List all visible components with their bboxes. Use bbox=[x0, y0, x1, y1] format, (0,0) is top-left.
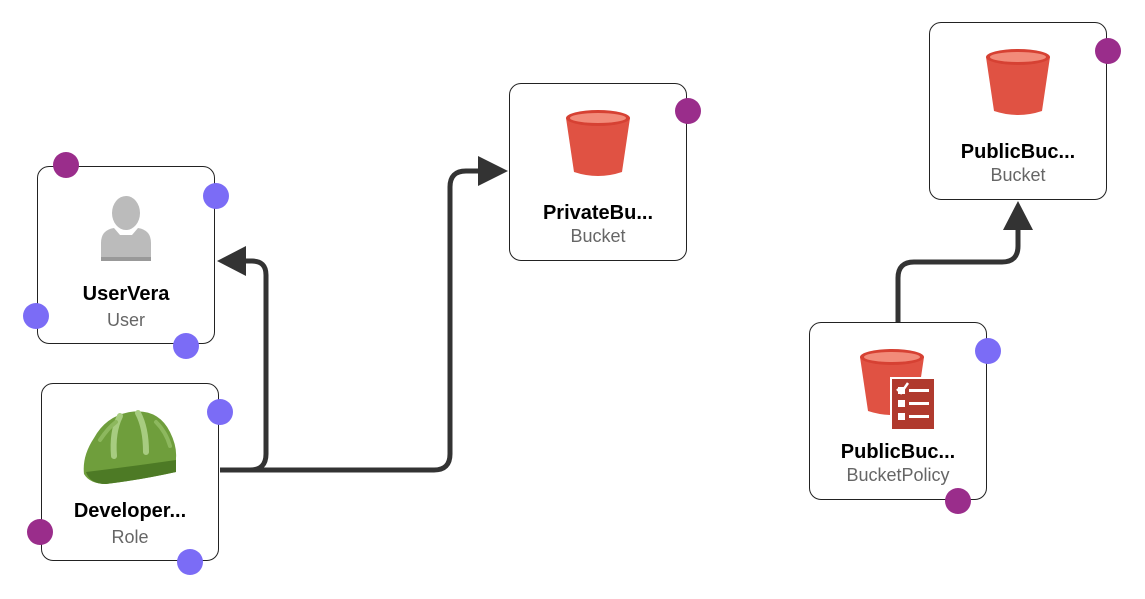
edge-developer-to-uservera[interactable] bbox=[220, 258, 269, 473]
port-uservera-right[interactable] bbox=[203, 183, 229, 209]
port-developer-bottom-right[interactable] bbox=[177, 549, 203, 575]
port-publicbucketpolicy-bottom[interactable] bbox=[945, 488, 971, 514]
node-privatebucket[interactable]: PrivateBu... Bucket bbox=[509, 83, 687, 261]
port-publicbucketpolicy-right[interactable] bbox=[975, 338, 1001, 364]
arrowhead-privatebucket bbox=[478, 156, 508, 186]
port-uservera-left[interactable] bbox=[23, 303, 49, 329]
arrowhead-publicbucket bbox=[1003, 201, 1033, 230]
port-developer-right[interactable] bbox=[207, 399, 233, 425]
port-publicbucket-right[interactable] bbox=[1095, 38, 1121, 64]
node-publicbucketpolicy-label: PublicBuc... bbox=[840, 441, 956, 463]
bucket-icon bbox=[566, 110, 630, 176]
node-developer-label: Developer... bbox=[73, 500, 187, 522]
bucket-policy-icon bbox=[860, 349, 936, 431]
node-privatebucket-type: Bucket bbox=[570, 226, 626, 246]
node-developer-type: Role bbox=[111, 527, 149, 547]
edge-developer-to-privatebucket[interactable] bbox=[220, 168, 478, 473]
arrowhead-uservera bbox=[217, 246, 246, 276]
node-publicbucket-type: Bucket bbox=[990, 165, 1046, 185]
node-publicbucket-label: PublicBuc... bbox=[960, 141, 1076, 163]
node-privatebucket-label: PrivateBu... bbox=[542, 202, 654, 224]
node-uservera-type: User bbox=[106, 310, 145, 330]
port-uservera-top-left[interactable] bbox=[53, 152, 79, 178]
node-publicbucket[interactable]: PublicBuc... Bucket bbox=[929, 22, 1107, 200]
port-uservera-bottom-right[interactable] bbox=[173, 333, 199, 359]
node-publicbucketpolicy[interactable]: PublicBuc... BucketPolicy bbox=[809, 322, 987, 500]
node-uservera-label: UserVera bbox=[82, 283, 170, 305]
edge-policy-to-publicbucket[interactable] bbox=[895, 228, 1021, 322]
port-privatebucket-right[interactable] bbox=[675, 98, 701, 124]
bucket-icon bbox=[986, 49, 1050, 115]
node-uservera[interactable]: UserVera User bbox=[37, 166, 215, 344]
node-developer[interactable]: Developer... Role bbox=[41, 383, 219, 561]
user-icon bbox=[101, 196, 151, 261]
helmet-icon bbox=[83, 410, 177, 484]
port-developer-left[interactable] bbox=[27, 519, 53, 545]
node-publicbucketpolicy-type: BucketPolicy bbox=[846, 465, 950, 485]
